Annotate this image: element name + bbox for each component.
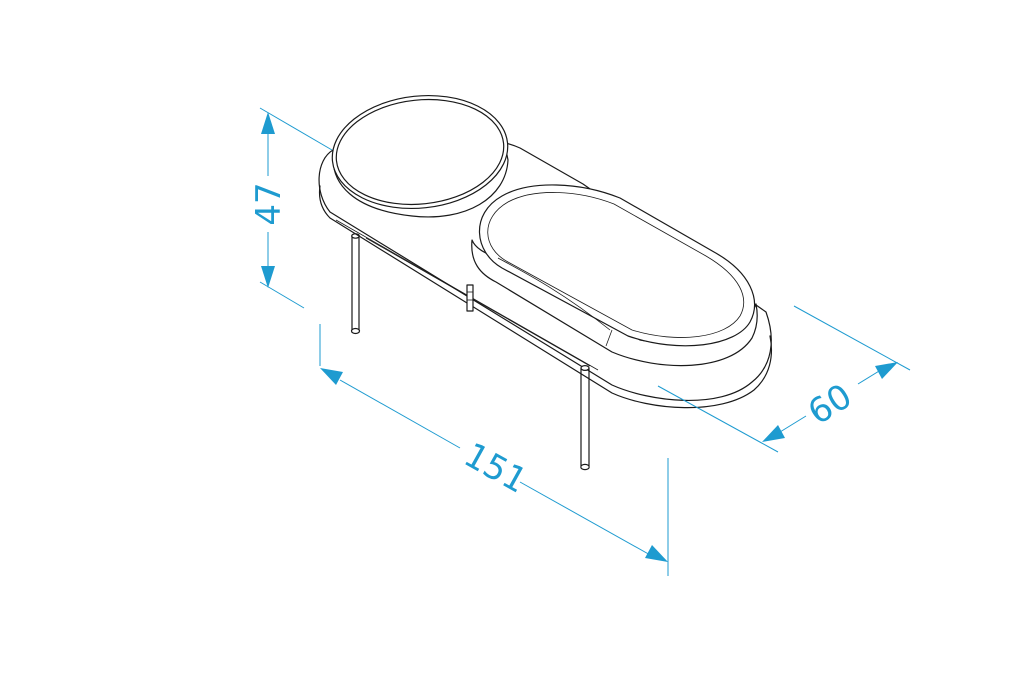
length-label: 151 <box>457 435 533 501</box>
bench <box>318 94 773 471</box>
bench-frame-lower-edge <box>318 185 773 409</box>
round-cushion <box>331 94 509 218</box>
height-label: 47 <box>249 182 289 225</box>
center-bracket <box>466 284 474 312</box>
bench-apron-lower <box>365 237 591 367</box>
front-right-leg <box>580 365 590 471</box>
oblong-cushion <box>471 184 758 367</box>
height-dimension: 47 <box>249 107 333 309</box>
depth-label: 60 <box>801 376 859 433</box>
back-left-leg <box>350 233 361 335</box>
